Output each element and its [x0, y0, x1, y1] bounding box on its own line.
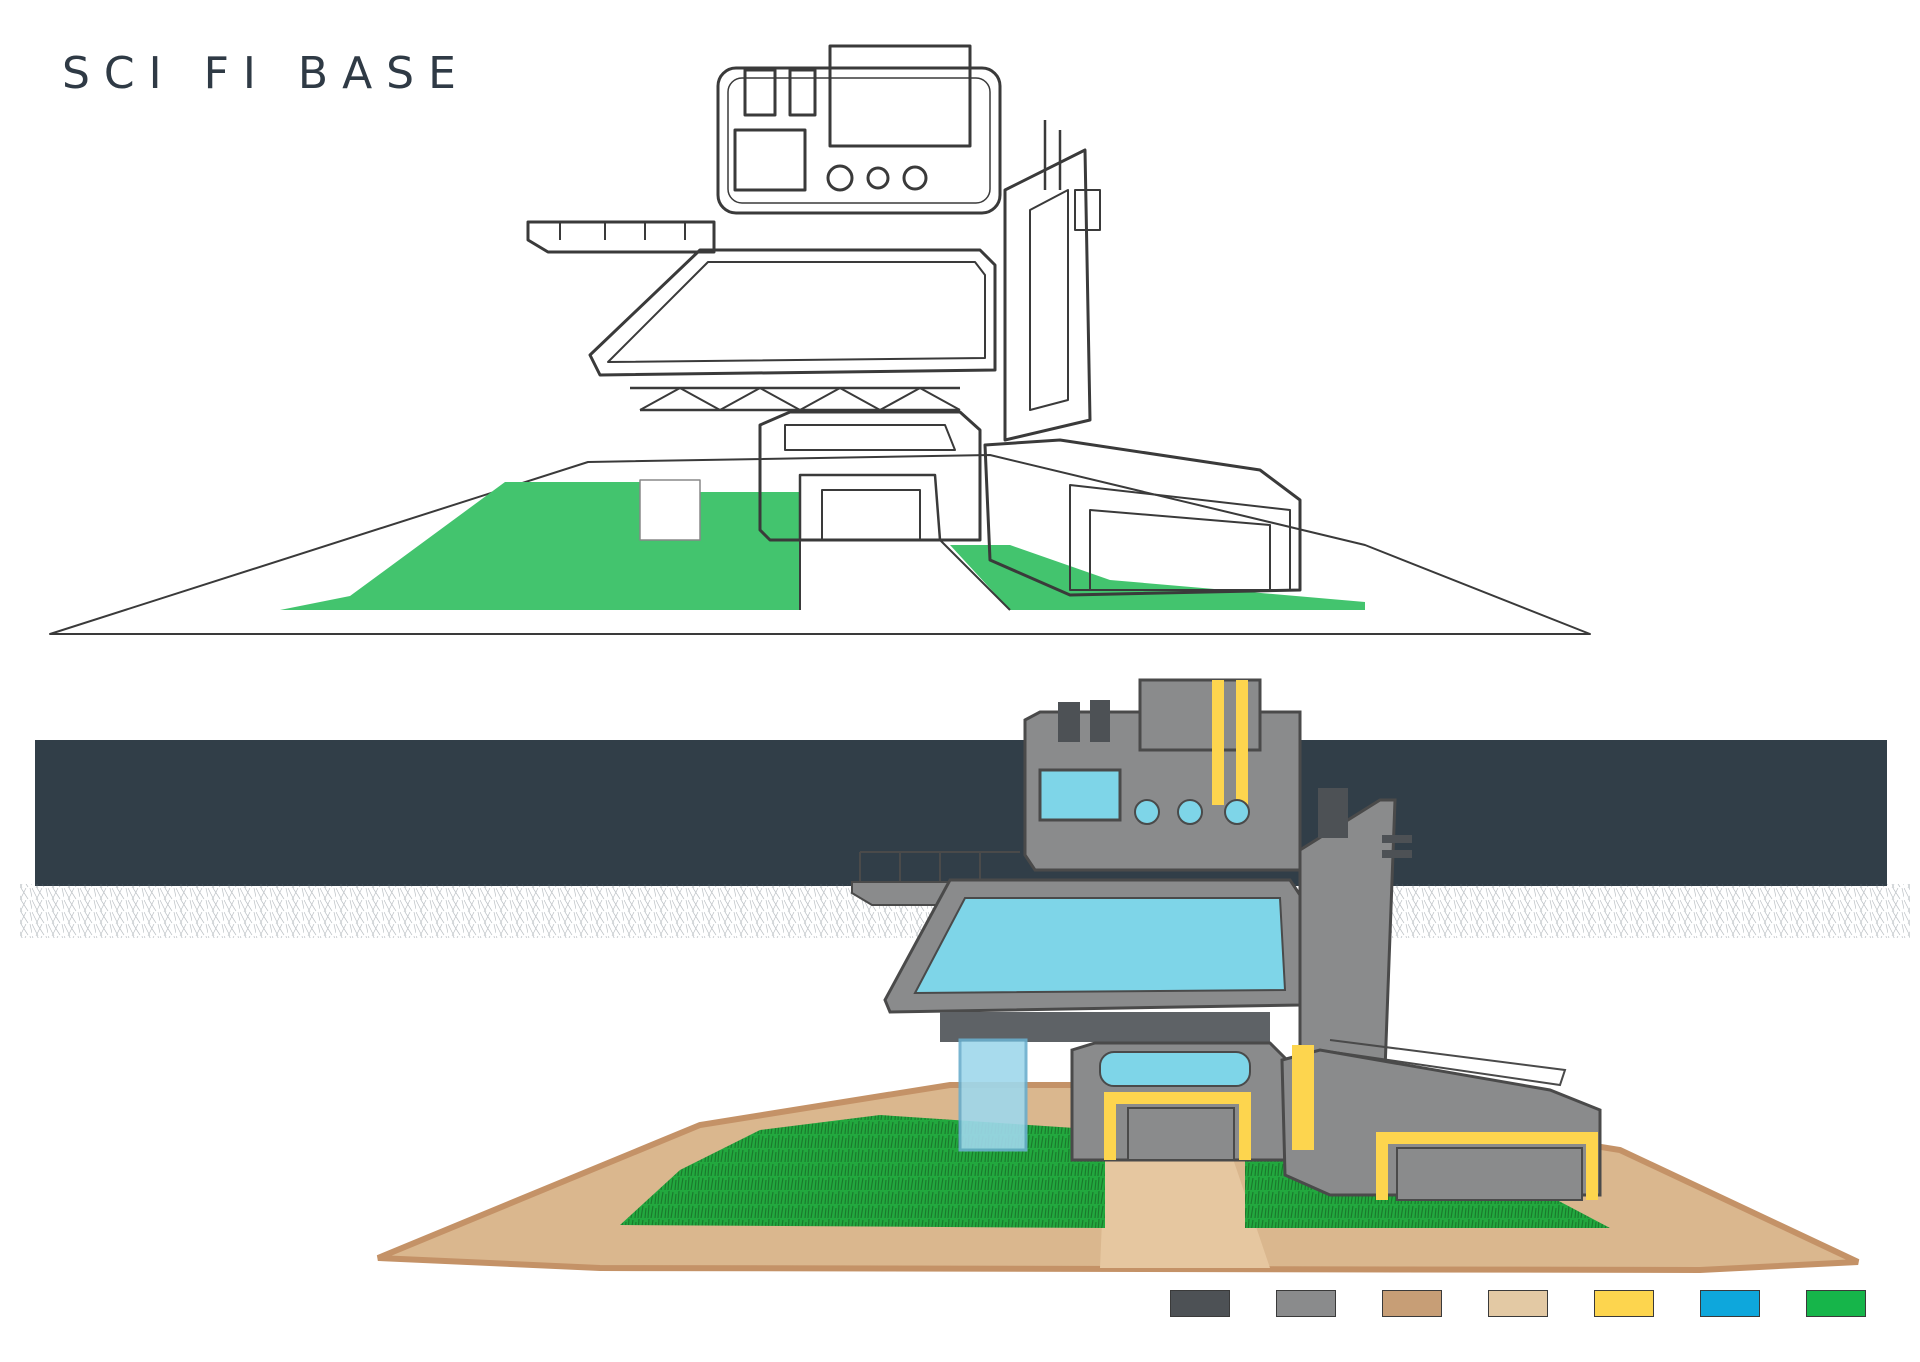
- swatch-tan: [1382, 1290, 1442, 1317]
- swatch-light-tan: [1488, 1290, 1548, 1317]
- swatch-dark-grey: [1170, 1290, 1230, 1317]
- sky-band: [35, 740, 1887, 886]
- swatch-yellow: [1594, 1290, 1654, 1317]
- page-title: SCI FI BASE: [62, 48, 470, 99]
- colored-render: [20, 678, 1910, 1274]
- glass-tube: [958, 1038, 1028, 1152]
- swatch-grey: [1276, 1290, 1336, 1317]
- color-palette: [1170, 1290, 1866, 1317]
- swatch-green: [1806, 1290, 1866, 1317]
- swatch-blue: [1700, 1290, 1760, 1317]
- sketch-drawing: [49, 44, 1591, 635]
